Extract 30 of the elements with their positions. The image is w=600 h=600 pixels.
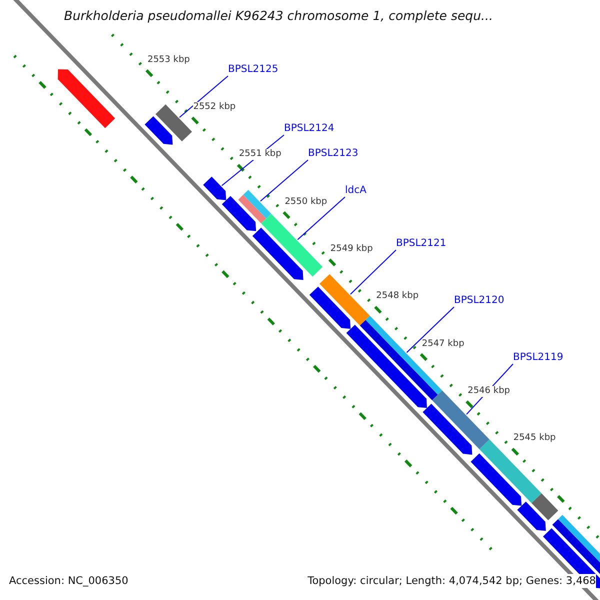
gene-label: BPSL2125 xyxy=(228,64,278,76)
gene-block xyxy=(366,316,442,395)
genome-info-text: Topology: circular; Length: 4,074,542 bp; Genes: 3,468 xyxy=(308,574,596,588)
gene-block xyxy=(261,214,323,277)
gene-block xyxy=(156,104,192,142)
scale-label: 2553 kbp xyxy=(147,54,190,66)
gene-label: ldcA xyxy=(345,185,366,197)
gene-label: BPSL2121 xyxy=(396,238,446,250)
scale-label: 2545 kbp xyxy=(513,433,556,444)
scale-label: 2551 kbp xyxy=(238,149,282,160)
gene-label: BPSL2120 xyxy=(454,295,504,307)
leader-line xyxy=(297,196,346,240)
gene-block xyxy=(320,274,370,326)
leader-line xyxy=(406,306,454,353)
scale-label: 2546 kbp xyxy=(468,386,510,397)
gene-label: BPSL2119 xyxy=(513,352,564,364)
scale-label: 2549 kbp xyxy=(330,244,373,256)
scale-label: 2547 kbp xyxy=(422,338,464,350)
gene-block xyxy=(243,190,272,218)
gene-block xyxy=(203,176,226,200)
leader-line xyxy=(260,160,308,202)
scale-label: 2552 kbp xyxy=(193,102,236,114)
leader-line xyxy=(179,76,228,118)
gene-label: BPSL2123 xyxy=(308,148,358,160)
title: Burkholderia pseudomallei K96243 chromosome 1, complete sequ... xyxy=(64,8,493,24)
leader-line xyxy=(350,250,396,295)
gene-label: BPSL2124 xyxy=(284,123,334,135)
scale-label: 2550 kbp xyxy=(284,196,328,208)
accession-text: Accession: NC_006350 xyxy=(9,574,128,588)
scale-label: 2548 kbp xyxy=(376,291,419,302)
